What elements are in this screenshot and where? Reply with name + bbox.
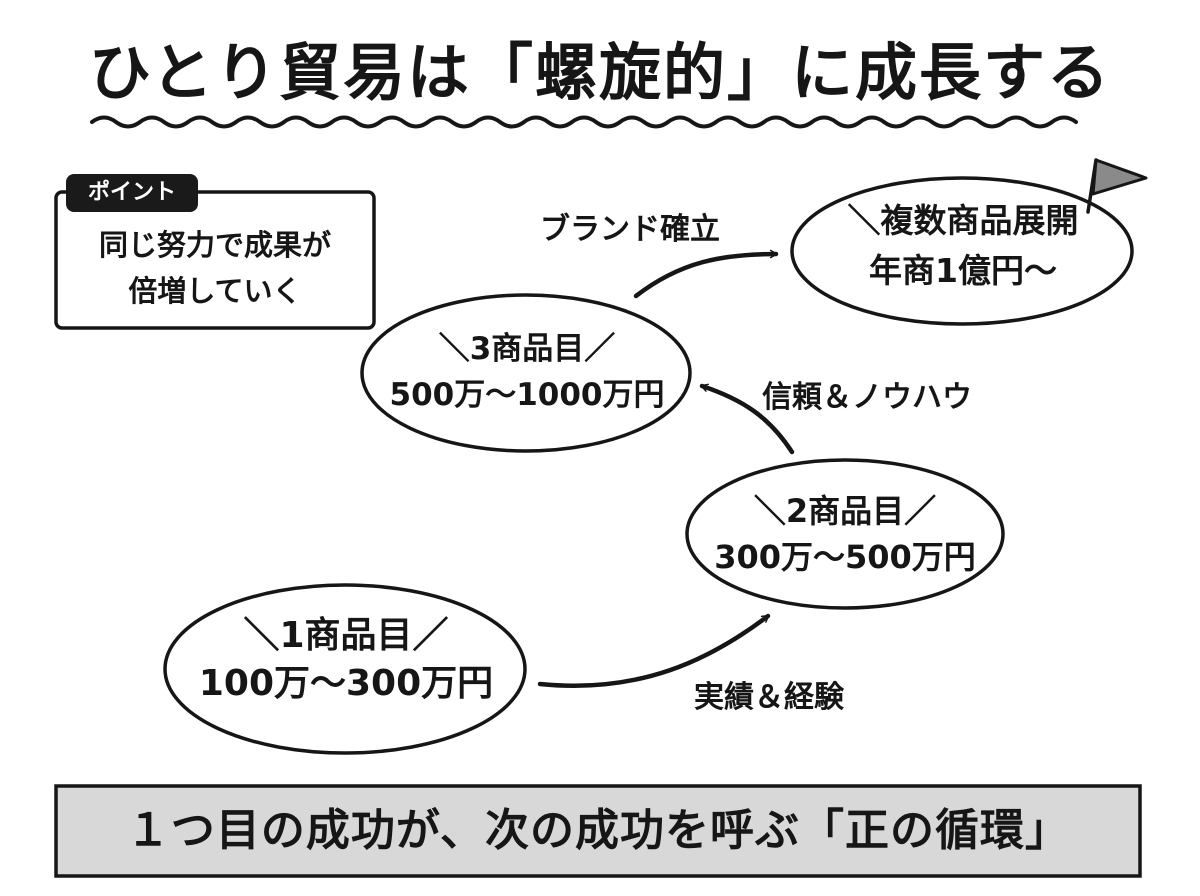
node-3-range: 500万〜1000万円: [389, 377, 665, 413]
point-box: [54, 190, 376, 330]
arrow-label-2: 信頼＆ノウハウ: [762, 380, 972, 415]
node-4-range: 年商1億円〜: [869, 251, 1057, 290]
point-text-line-1: 同じ努力で成果が: [98, 228, 331, 262]
node-product-1: ＼1商品目／ 100万〜300万円: [168, 612, 524, 708]
node-4-heading: ＼複数商品展開: [847, 201, 1079, 240]
node-ellipse-3: [360, 293, 692, 453]
node-2-range: 300万〜500万円: [714, 538, 976, 576]
point-tag: ポイント: [66, 174, 198, 212]
arrow-3-to-4: [633, 249, 779, 299]
point-text: 同じ努力で成果が 倍増していく: [58, 222, 372, 326]
arrow-label-1: 実績＆経験: [694, 680, 844, 715]
flag-icon: [1086, 158, 1148, 214]
node-3-heading: ＼3商品目／: [438, 331, 616, 367]
page-title: ひとり貿易は「螺旋的」に成長する: [88, 36, 1112, 109]
node-ellipse-1: [163, 583, 527, 755]
node-1-range: 100万〜300万円: [198, 663, 494, 704]
title-wavy-underline: [90, 115, 1078, 129]
node-ellipse-2: [685, 458, 1005, 610]
node-1-heading: ＼1商品目／: [243, 615, 449, 656]
arrow-2-to-3: [699, 383, 795, 455]
bottom-box: [54, 784, 1142, 878]
node-multi-products: ＼複数商品展開 年商1億円〜: [792, 196, 1134, 296]
node-product-2: ＼2商品目／ 300万〜500万円: [690, 488, 1000, 580]
node-product-3: ＼3商品目／ 500万〜1000万円: [362, 326, 692, 418]
node-2-heading: ＼2商品目／: [753, 492, 937, 530]
bottom-banner-text: １つ目の成功が、次の成功を呼ぶ「正の循環」: [125, 805, 1071, 856]
arrow-label-3: ブランド確立: [540, 212, 720, 247]
arrow-1-to-2: [537, 613, 771, 689]
point-text-line-2: 倍増していく: [128, 274, 302, 308]
node-ellipse-4: [790, 176, 1134, 326]
